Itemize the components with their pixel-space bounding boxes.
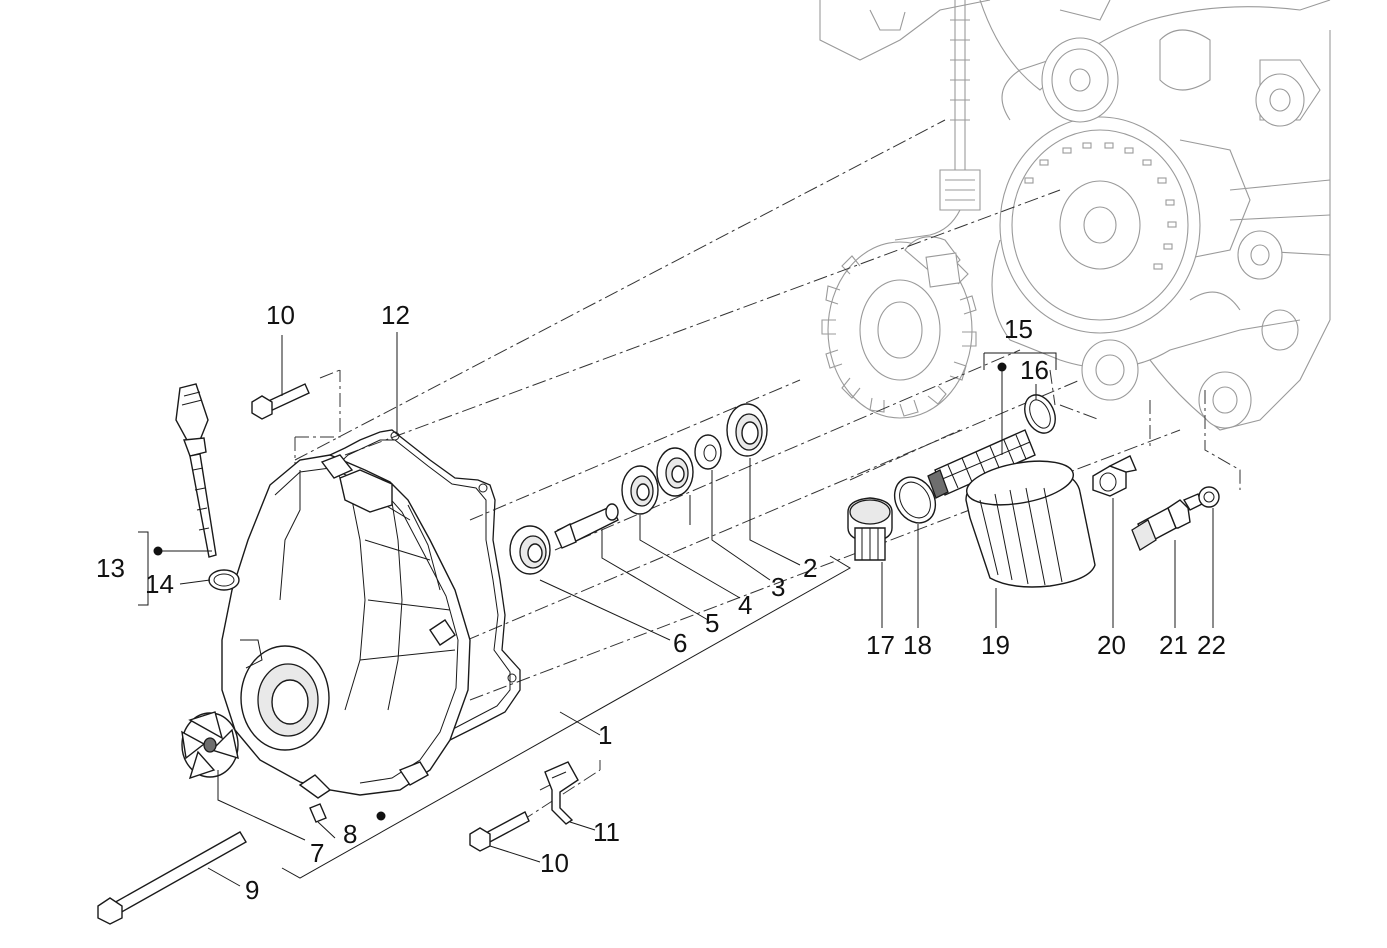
callout-1: 1: [598, 720, 612, 750]
callout-18: 18: [903, 630, 932, 660]
callout-5: 5: [705, 608, 719, 638]
spacer-ring: [694, 434, 722, 470]
callout-12: 12: [381, 300, 410, 330]
callout-8: 8: [343, 819, 357, 849]
strainer-o-ring: [1024, 394, 1056, 434]
callout-7: 7: [310, 838, 324, 868]
callout-22: 22: [1197, 630, 1226, 660]
oil-pressure-sensor: [1131, 493, 1203, 551]
callout-14: 14: [145, 569, 174, 599]
callout-15: 15: [1004, 314, 1033, 344]
cover-gasket: [324, 429, 521, 753]
bearing-inner: [621, 465, 659, 515]
engine-block-outline: [819, 0, 1331, 431]
callout-21: 21: [1159, 630, 1188, 660]
callout-10-upper: 10: [266, 300, 295, 330]
callout-6: 6: [673, 628, 687, 658]
cable-clip: [544, 761, 579, 825]
callout-4: 4: [738, 590, 752, 620]
callout-2: 2: [803, 553, 817, 583]
bolt-lower: [469, 811, 530, 852]
leader-lines: [138, 332, 1214, 887]
dipstick-o-ring: [208, 569, 240, 591]
callout-19: 19: [981, 630, 1010, 660]
side-cover: [221, 454, 471, 799]
pump-seal: [509, 525, 551, 575]
stator-coil: [821, 236, 977, 419]
callout-labels: 1 2 3 4 5 6 7 8 9 10 10 11 12 13 14 15 1…: [96, 300, 1226, 905]
callout-10-lower: 10: [540, 848, 569, 878]
drain-plug: [847, 497, 893, 561]
dowel-pin: [309, 803, 327, 823]
kit-dots: [153, 362, 1007, 821]
oil-seal: [726, 403, 768, 457]
filter-union-fitting: [1092, 455, 1137, 497]
oil-filter: [965, 460, 1096, 588]
pump-shaft: [554, 503, 619, 549]
callout-16: 16: [1020, 355, 1049, 385]
strainer-screen: [927, 429, 1036, 499]
callout-17: 17: [866, 630, 895, 660]
callout-20: 20: [1097, 630, 1126, 660]
oil-dipstick: [175, 383, 217, 558]
callout-9: 9: [245, 875, 259, 905]
bearing-outer: [656, 447, 694, 497]
callout-13: 13: [96, 553, 125, 583]
drain-plug-o-ring: [893, 476, 937, 524]
callout-3: 3: [771, 572, 785, 602]
pump-impeller: [181, 711, 239, 780]
callout-11: 11: [593, 817, 620, 847]
sensor-washer: [1198, 486, 1220, 508]
long-bolt: [97, 831, 247, 925]
bolt-upper: [251, 383, 310, 420]
